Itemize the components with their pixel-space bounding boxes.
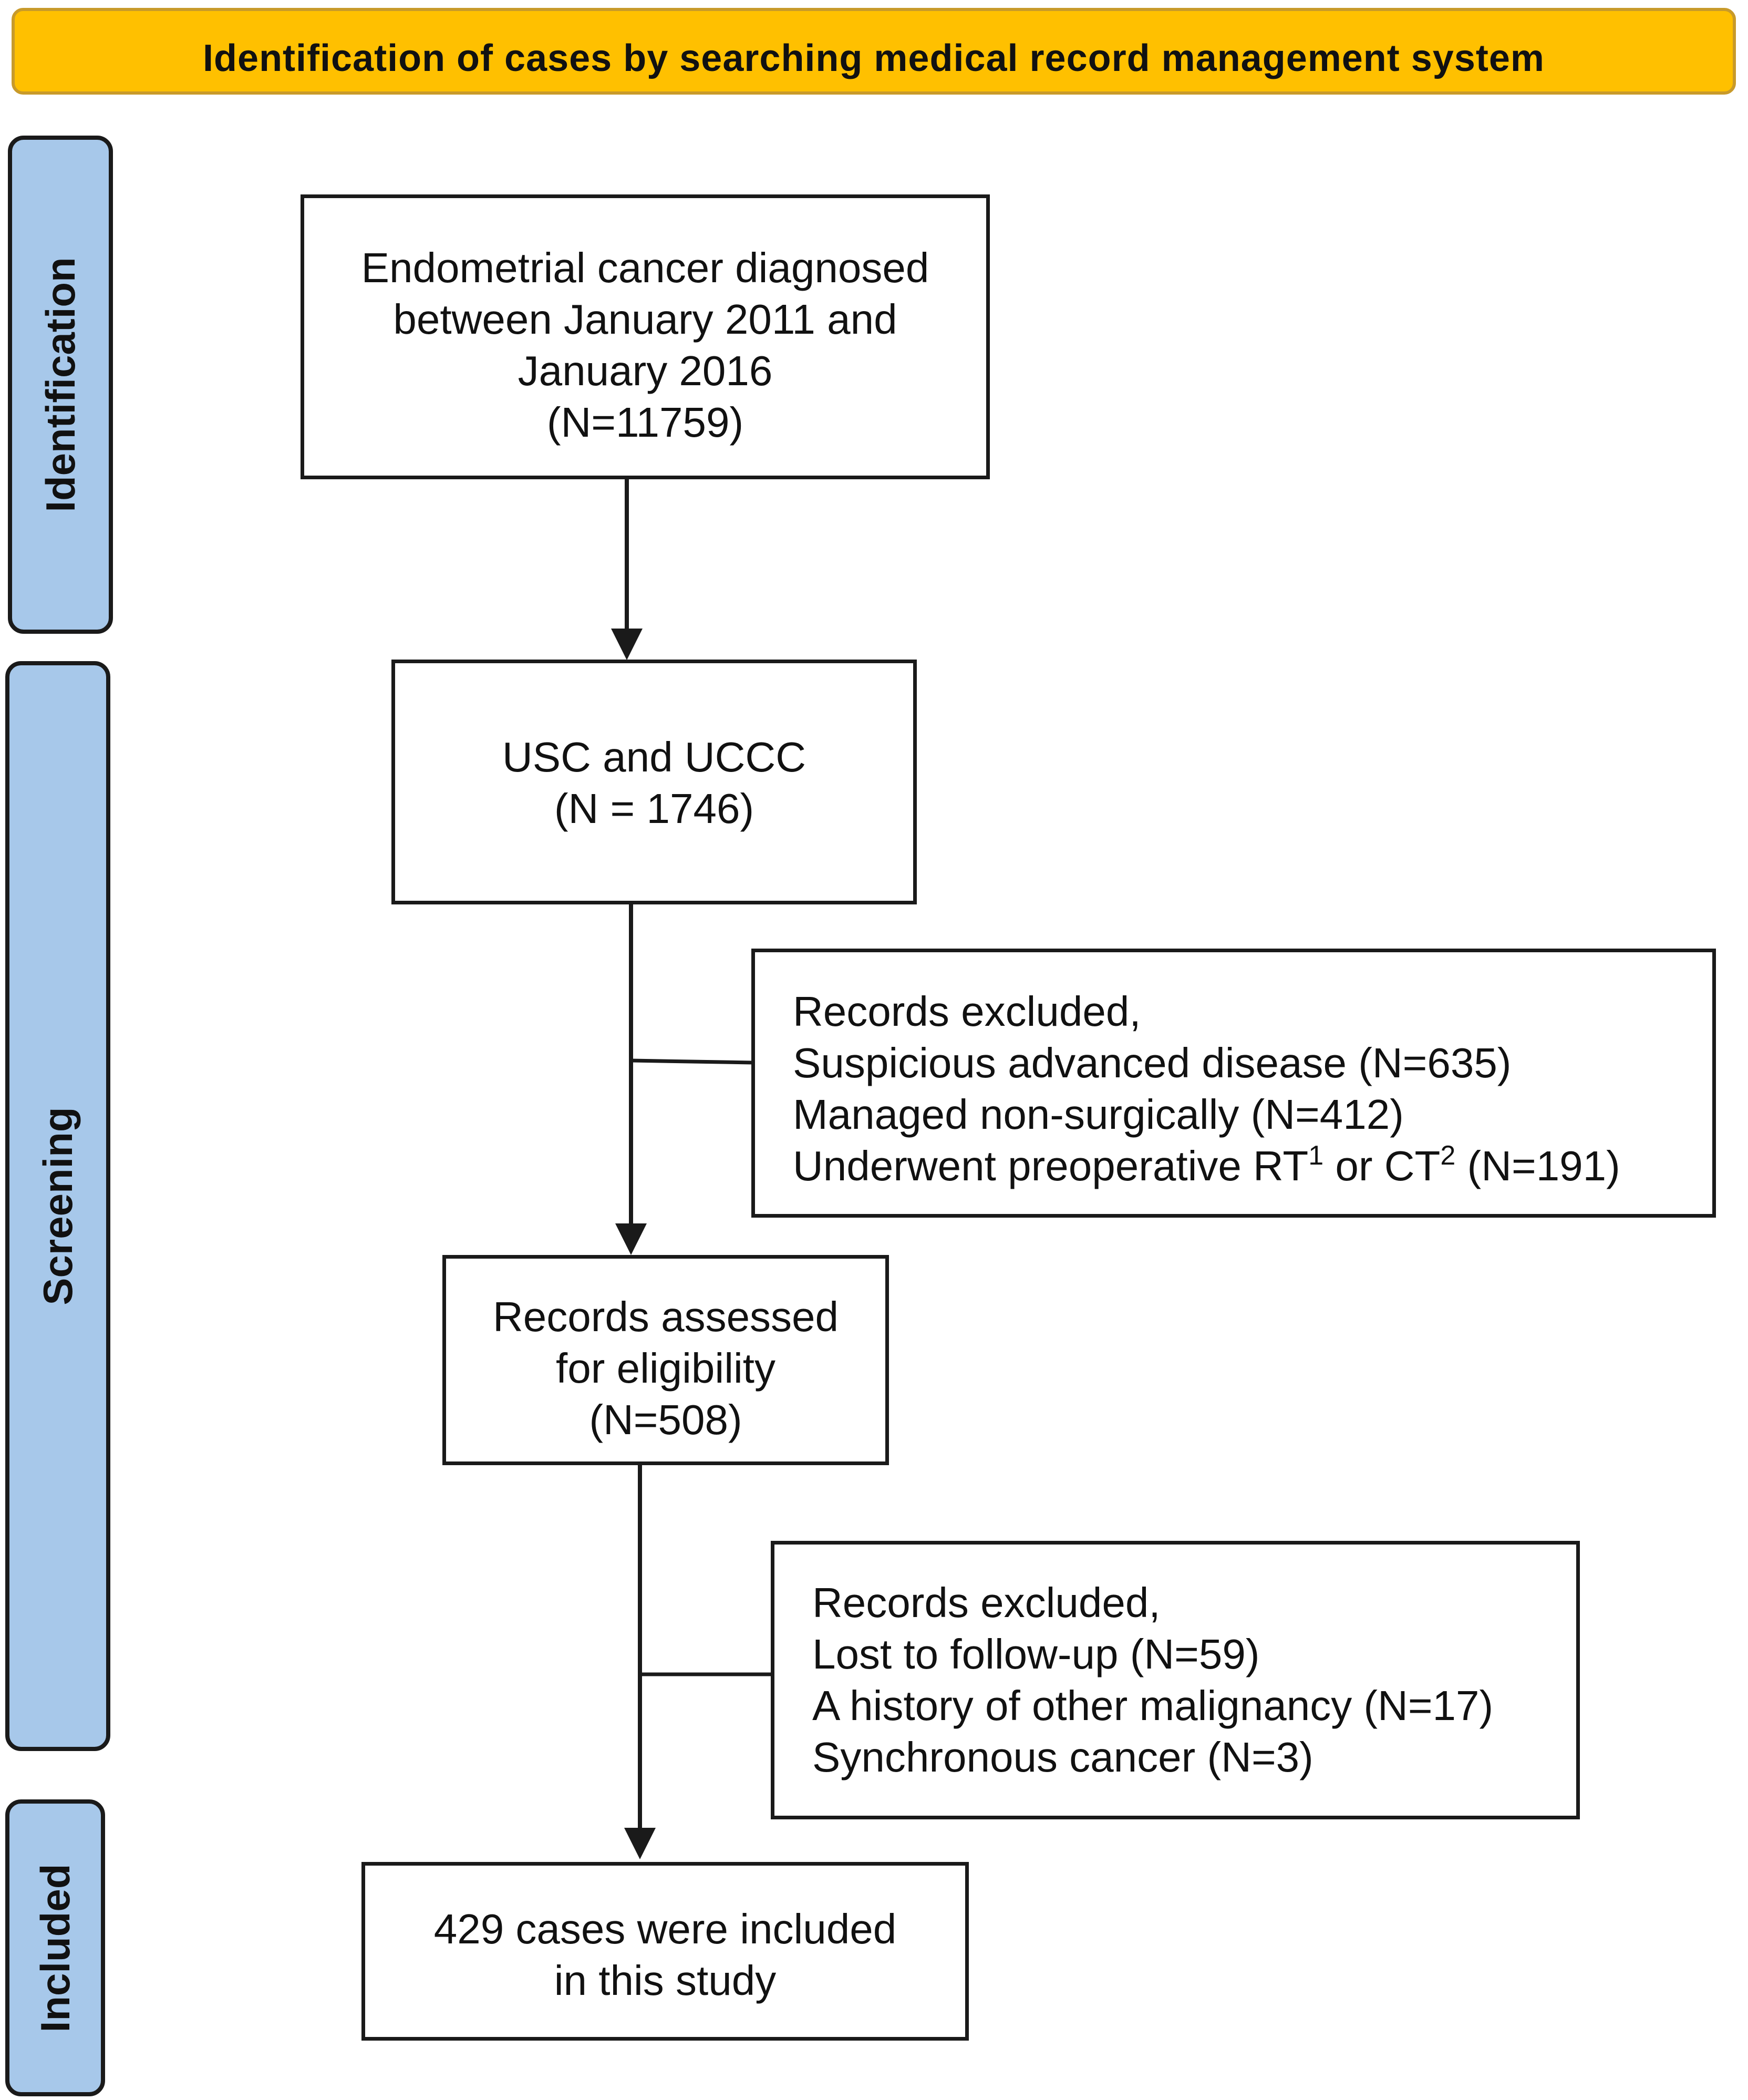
excluded-1-ct-text: or CT	[1323, 1142, 1441, 1189]
box-usc-uccc: USC and UCCC (N = 1746)	[391, 660, 917, 904]
diagnosed-line-1: Endometrial cancer diagnosed	[361, 244, 929, 291]
assessed-line-1: Records assessed	[492, 1293, 839, 1340]
phase-screening: Screening	[5, 661, 110, 1751]
arrowhead-assessed-to-included	[624, 1828, 656, 1859]
arrowhead-usc-to-assessed	[615, 1223, 647, 1255]
header-banner: Identification of cases by searching med…	[12, 8, 1736, 95]
assessed-line-3: (N=508)	[589, 1396, 742, 1443]
branch-to-excluded-1	[630, 1058, 753, 1065]
diagnosed-line-3: January 2016	[518, 347, 773, 394]
excluded-2-line-4: Synchronous cancer (N=3)	[812, 1734, 1313, 1780]
excluded-2-line-2: Lost to follow-up (N=59)	[812, 1631, 1260, 1677]
included-line-1: 429 cases were included	[433, 1906, 897, 1952]
excluded-2-line-3: A history of other malignancy (N=17)	[812, 1682, 1494, 1729]
included-line-2: in this study	[554, 1957, 777, 2004]
excluded-1-line-3: Managed non-surgically (N=412)	[793, 1091, 1404, 1138]
arrowhead-diagnosed-to-usc	[611, 629, 643, 660]
excluded-1-line-2: Suspicious advanced disease (N=635)	[793, 1039, 1512, 1086]
diagnosed-line-2: between January 2011 and	[393, 296, 897, 343]
footnote-2-marker: 2	[1440, 1140, 1456, 1171]
box-diagnosed: Endometrial cancer diagnosed between Jan…	[301, 194, 990, 479]
excluded-1-count-text: (N=191)	[1455, 1142, 1620, 1189]
header-title: Identification of cases by searching med…	[203, 37, 1545, 79]
box-excluded-2: Records excluded, Lost to follow-up (N=5…	[771, 1541, 1580, 1819]
footnote-1-marker: 1	[1308, 1140, 1324, 1171]
excluded-1-line-1: Records excluded,	[793, 988, 1141, 1035]
diagnosed-line-4: (N=11759)	[546, 399, 744, 446]
excluded-1-line-4: Underwent preoperative RT1 or CT2 (N=191…	[793, 1140, 1620, 1192]
excluded-1-rt-text: Underwent preoperative RT	[793, 1142, 1309, 1189]
excluded-2-line-1: Records excluded,	[812, 1579, 1161, 1626]
usc-line-1: USC and UCCC	[502, 734, 806, 780]
assessed-line-2: for eligibility	[556, 1345, 775, 1392]
box-excluded-1: Records excluded, Suspicious advanced di…	[751, 949, 1716, 1218]
usc-line-2: (N = 1746)	[554, 785, 754, 832]
phase-identification: Identification	[8, 136, 113, 634]
phase-included: Included	[5, 1799, 105, 2096]
box-included: 429 cases were included in this study	[361, 1862, 969, 2041]
box-assessed: Records assessed for eligibility (N=508)	[442, 1255, 889, 1465]
